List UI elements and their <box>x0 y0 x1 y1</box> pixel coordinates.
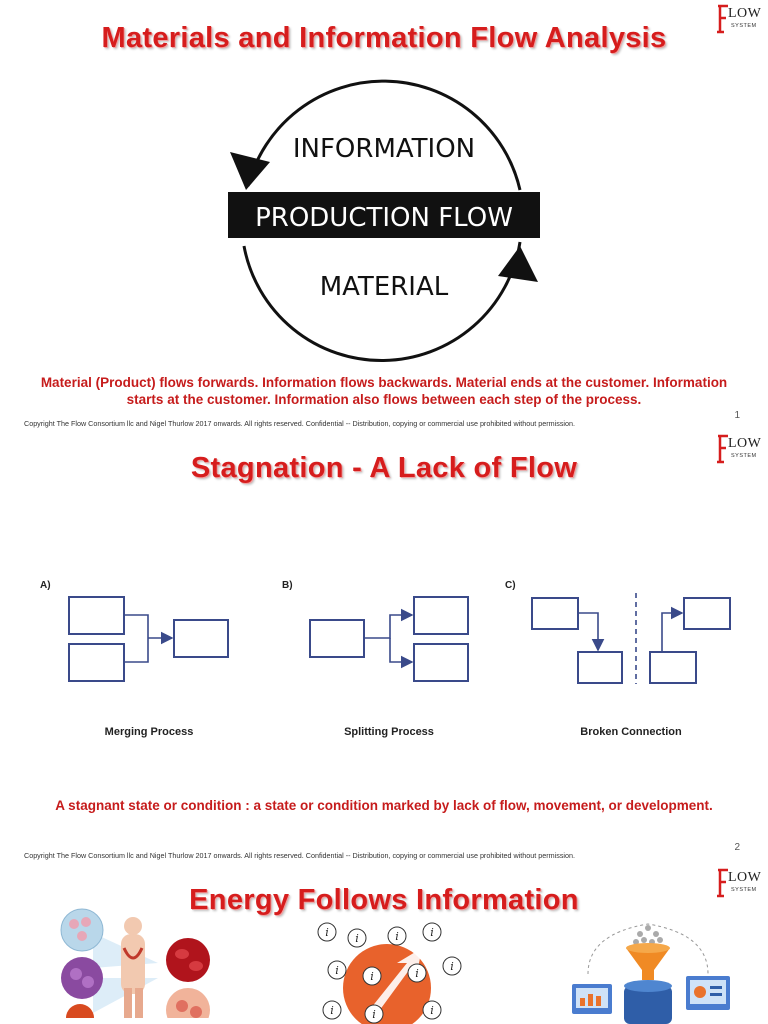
broken-connector-1 <box>578 612 605 652</box>
database-cylinder <box>624 986 672 1024</box>
cell-circle-4 <box>166 938 210 982</box>
merge-source-box-1 <box>68 596 125 635</box>
svg-text:i: i <box>372 1008 376 1021</box>
slide-caption: Material (Product) flows forwards. Infor… <box>10 374 758 408</box>
data-funnel-illustration <box>572 923 730 1024</box>
slide-1: LOW SYSTEM Materials and Information Flo… <box>0 0 768 428</box>
information-energy-illustration: i i i i i i i i i i i <box>317 922 462 1024</box>
slide-title: Stagnation - A Lack of Flow <box>190 452 578 484</box>
copyright: Copyright The Flow Consortium llc and Ni… <box>24 851 576 860</box>
information-arrowhead <box>230 152 270 190</box>
broken-box-2 <box>577 651 623 684</box>
flow-system-logo: LOW SYSTEM <box>714 2 764 36</box>
broken-box-3 <box>649 651 697 684</box>
svg-text:i: i <box>325 926 329 939</box>
diagram-c-letter: C) <box>505 580 516 591</box>
broken-box-1 <box>531 597 579 630</box>
split-source-box <box>309 619 365 658</box>
split-target-box-2 <box>413 643 469 682</box>
copyright: Copyright The Flow Consortium llc and Ni… <box>24 419 576 428</box>
logo-text: LOW <box>728 870 762 885</box>
energy-arrow <box>367 948 422 1018</box>
stagnation-diagrams <box>68 593 731 684</box>
merge-source-box-2 <box>68 643 125 682</box>
cell-circle-2 <box>61 957 103 999</box>
broken-connection-label: Broken Connection <box>580 726 682 738</box>
svg-text:i: i <box>370 970 374 983</box>
svg-text:i: i <box>330 1004 334 1017</box>
page-number: 1 <box>734 410 740 421</box>
broken-box-4 <box>683 597 731 630</box>
cycle-center-label: PRODUCTION FLOW <box>255 203 513 233</box>
svg-text:i: i <box>355 932 359 945</box>
page-number: 2 <box>734 842 740 853</box>
caption-line-2: starts at the customer. Information also… <box>126 392 642 407</box>
cycle-bottom-label: MATERIAL <box>320 272 449 302</box>
diagram-b-letter: B) <box>282 580 293 591</box>
svg-text:i: i <box>335 964 339 977</box>
svg-text:i: i <box>395 930 399 943</box>
cell-circle-3 <box>66 1004 94 1018</box>
svg-text:i: i <box>415 967 419 980</box>
merging-process-label: Merging Process <box>104 726 194 738</box>
human-cells-illustration <box>60 908 210 1018</box>
flow-system-logo: LOW SYSTEM <box>714 866 764 900</box>
cell-circle-1 <box>60 908 104 952</box>
information-arc <box>246 79 522 191</box>
logo-subtext: SYSTEM <box>731 887 757 893</box>
cycle-top-label: INFORMATION <box>293 134 475 164</box>
cell-circle-5 <box>166 988 210 1018</box>
svg-text:i: i <box>450 960 454 973</box>
funnel <box>626 948 670 980</box>
slide-caption: A stagnant state or condition : a state … <box>55 798 713 813</box>
svg-text:i: i <box>430 926 434 939</box>
material-arrowhead <box>498 246 538 282</box>
split-connector-2 <box>389 638 414 669</box>
split-connector-1 <box>364 608 414 639</box>
merge-target-box <box>173 619 229 658</box>
caption-line-1: Material (Product) flows forwards. Infor… <box>40 375 728 390</box>
slide-3: LOW SYSTEM Energy Follows Information i <box>0 864 768 1024</box>
diagram-a-letter: A) <box>40 580 51 591</box>
logo-text: LOW <box>728 436 762 451</box>
splitting-process-label: Splitting Process <box>344 726 434 738</box>
broken-connector-2 <box>661 606 684 652</box>
merge-connector <box>124 614 172 663</box>
logo-text: LOW <box>728 6 762 21</box>
production-flow-cycle-diagram: INFORMATION PRODUCTION FLOW MATERIAL <box>228 79 540 362</box>
slide-title: Materials and Information Flow Analysis <box>101 22 667 54</box>
logo-subtext: SYSTEM <box>731 23 757 29</box>
flow-system-logo: LOW SYSTEM <box>714 432 764 466</box>
svg-text:i: i <box>430 1004 434 1017</box>
split-target-box-1 <box>413 596 469 635</box>
slide-title: Energy Follows Information <box>189 884 579 916</box>
logo-subtext: SYSTEM <box>731 453 757 459</box>
slide-2: LOW SYSTEM Stagnation - A Lack of Flow A… <box>0 428 768 864</box>
production-flow-banner <box>228 192 540 238</box>
material-arc <box>242 241 522 362</box>
human-body <box>121 934 145 994</box>
